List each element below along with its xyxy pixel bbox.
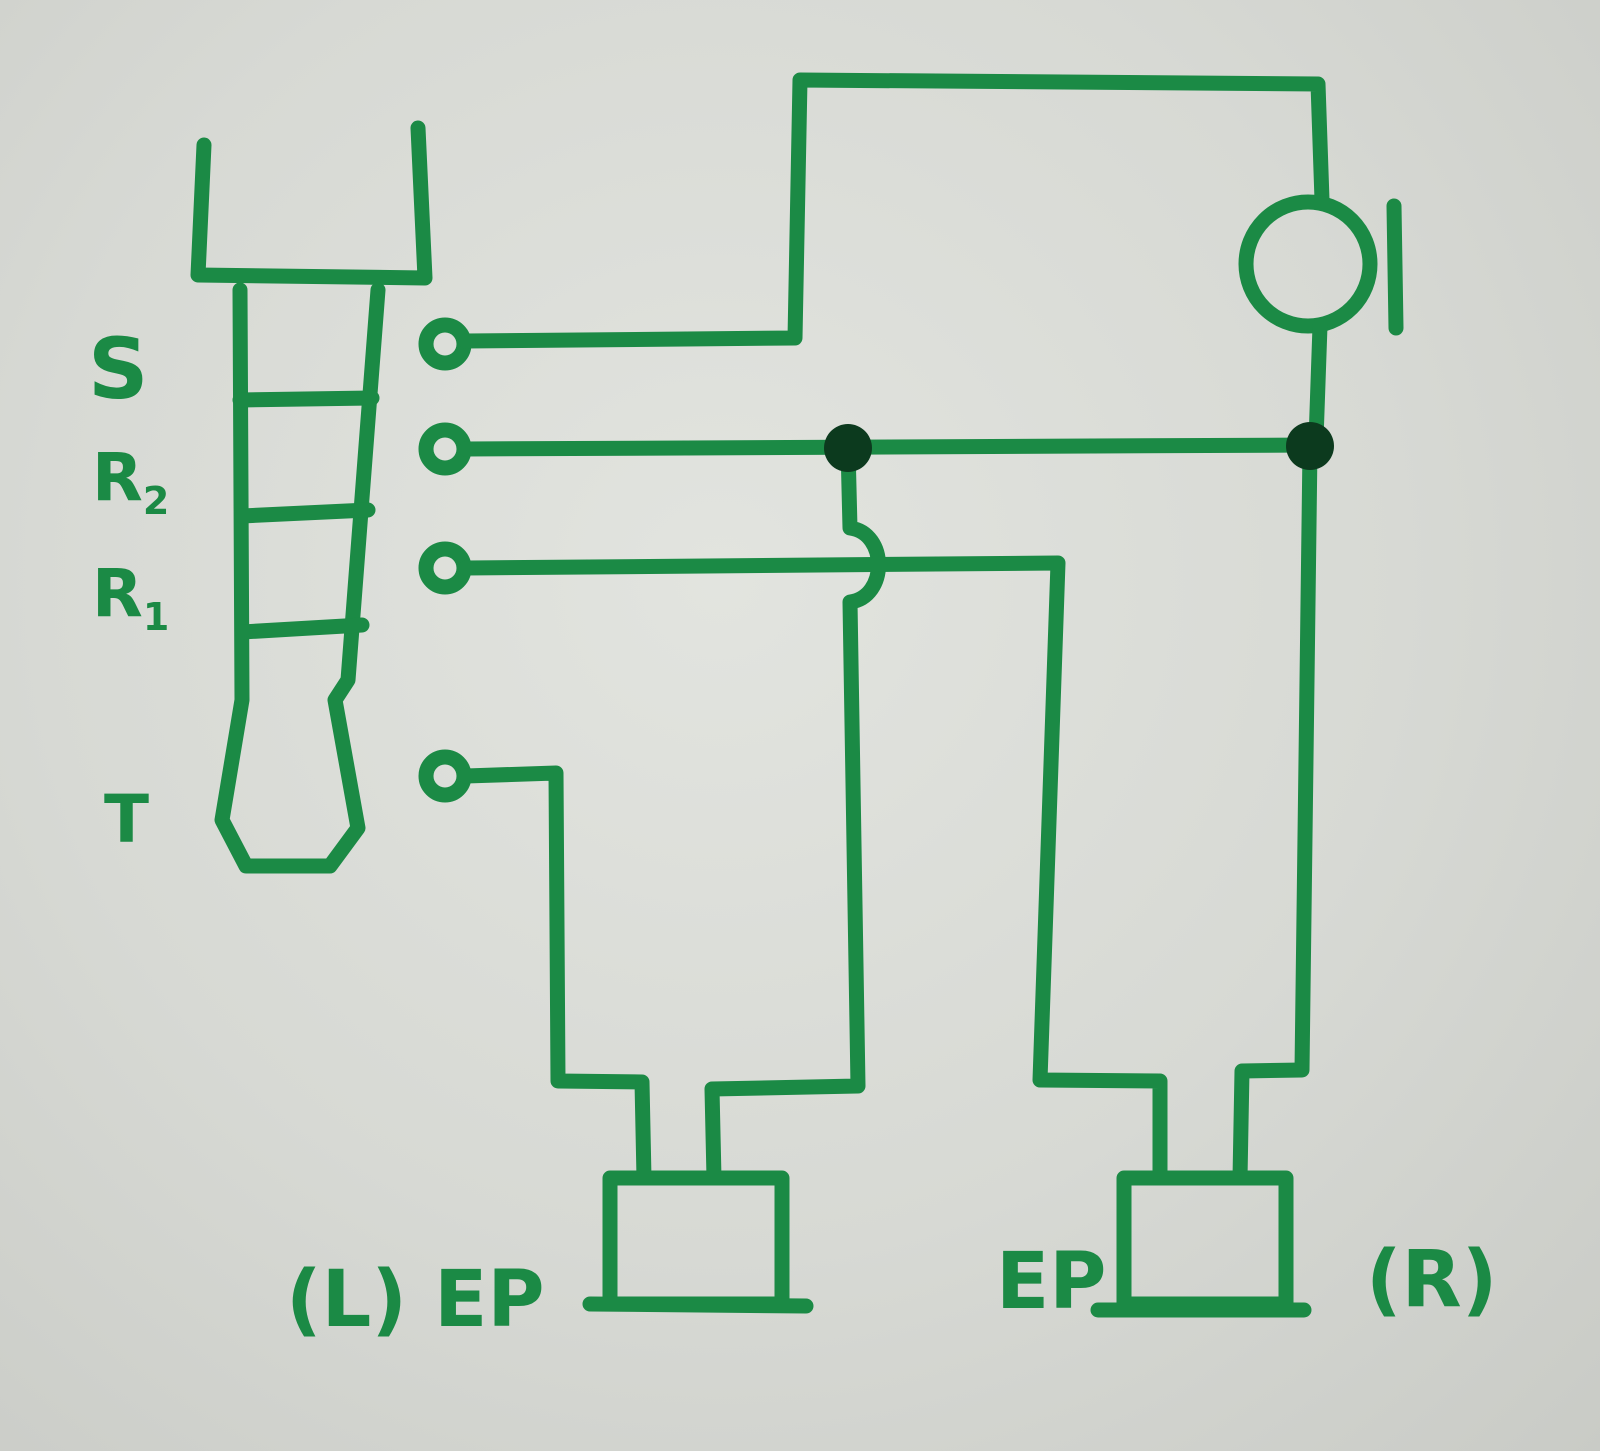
microphone-symbol [1238, 194, 1404, 336]
plug-ring-separator-2 [234, 502, 376, 524]
label-ring1: R1 [92, 555, 169, 639]
plug-collar [190, 120, 433, 286]
wire-ground-to-left-earpiece [704, 440, 886, 1186]
microphone-plate [1386, 198, 1404, 336]
terminal-tip [418, 749, 472, 803]
label-tip: T [104, 781, 149, 858]
wire-tip-to-left-earpiece [458, 765, 652, 1186]
plug-ring-separator-3 [234, 617, 370, 640]
terminal-sleeve [418, 317, 472, 371]
right-earpiece-body [1116, 1170, 1294, 1312]
wire-ring1-to-right-earpiece [458, 555, 1168, 1186]
junction-dot-ground-right [1286, 422, 1334, 470]
left-earpiece-diaphragm [582, 1296, 814, 1314]
wire-ground-to-right-earpiece [1232, 440, 1318, 1186]
plug-shaft [214, 282, 386, 874]
label-right-earpiece-side: (R) [1366, 1235, 1497, 1325]
terminal-ring1 [418, 541, 472, 595]
left-earpiece-body [602, 1170, 790, 1312]
junction-dot-ground-left [824, 424, 872, 472]
label-right-earpiece-ep: EP [996, 1237, 1106, 1327]
wire-sleeve-to-mic [458, 72, 1330, 349]
label-ring2: R2 [92, 439, 169, 523]
terminal-ring2 [418, 422, 472, 476]
trrs-plug [190, 120, 433, 874]
label-left-earpiece: (L) EP [286, 1255, 545, 1345]
wire-mic-to-ground-node [1308, 318, 1328, 448]
plug-ring-separator-1 [232, 390, 380, 408]
right-earpiece-symbol [1090, 1170, 1312, 1318]
wire-ring2-ground-bus [458, 437, 1320, 457]
left-earpiece-symbol [582, 1170, 814, 1314]
label-sleeve: S [88, 320, 149, 418]
microphone-circle [1238, 194, 1378, 334]
